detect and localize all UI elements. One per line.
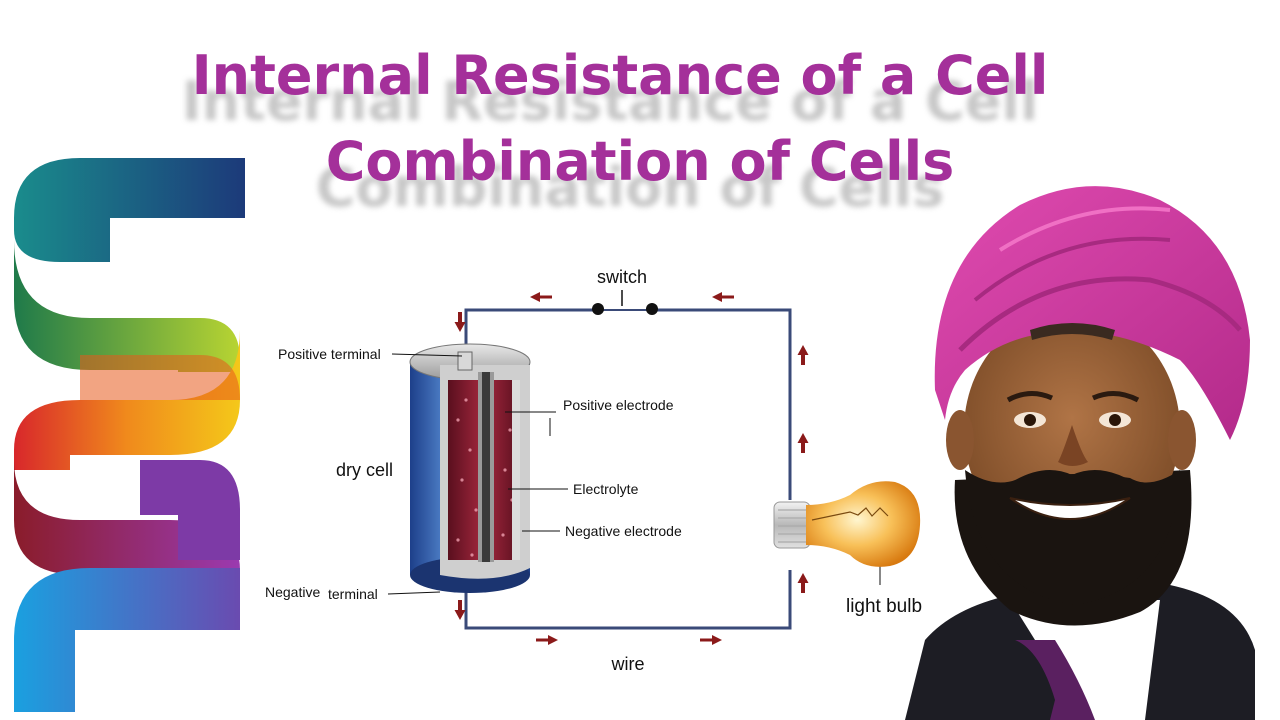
switch-contact-left bbox=[592, 303, 604, 315]
page-title-line2: Combination of Cells bbox=[325, 130, 955, 193]
wire-label: wire bbox=[610, 654, 644, 674]
light-bulb-icon bbox=[773, 481, 921, 567]
title-shadow-line2: Combination of Cells bbox=[315, 156, 945, 219]
electrolyte-label: Electrolyte bbox=[573, 481, 639, 497]
switch-contact-right bbox=[646, 303, 658, 315]
page-title-line1: Internal Resistance of a Cell bbox=[191, 44, 1049, 107]
positive-terminal-label: Positive terminal bbox=[278, 346, 381, 362]
light-bulb-label: light bulb bbox=[846, 596, 922, 617]
dry-cell-label: dry cell bbox=[336, 460, 393, 480]
circuit-wire bbox=[464, 308, 792, 630]
negative-electrode-label: Negative electrode bbox=[565, 523, 682, 539]
title-shadow-line1: Internal Resistance of a Cell bbox=[181, 70, 1039, 133]
dry-cell bbox=[409, 343, 531, 593]
brand-s-logo bbox=[14, 158, 245, 712]
positive-electrode-label: Positive electrode bbox=[563, 397, 674, 413]
switch-label: switch bbox=[597, 267, 647, 287]
presenter-photo bbox=[905, 186, 1255, 720]
negative-terminal-label: Negative bbox=[265, 584, 320, 600]
negative-terminal-label-b: terminal bbox=[328, 586, 378, 602]
current-arrow-icon bbox=[454, 292, 809, 645]
